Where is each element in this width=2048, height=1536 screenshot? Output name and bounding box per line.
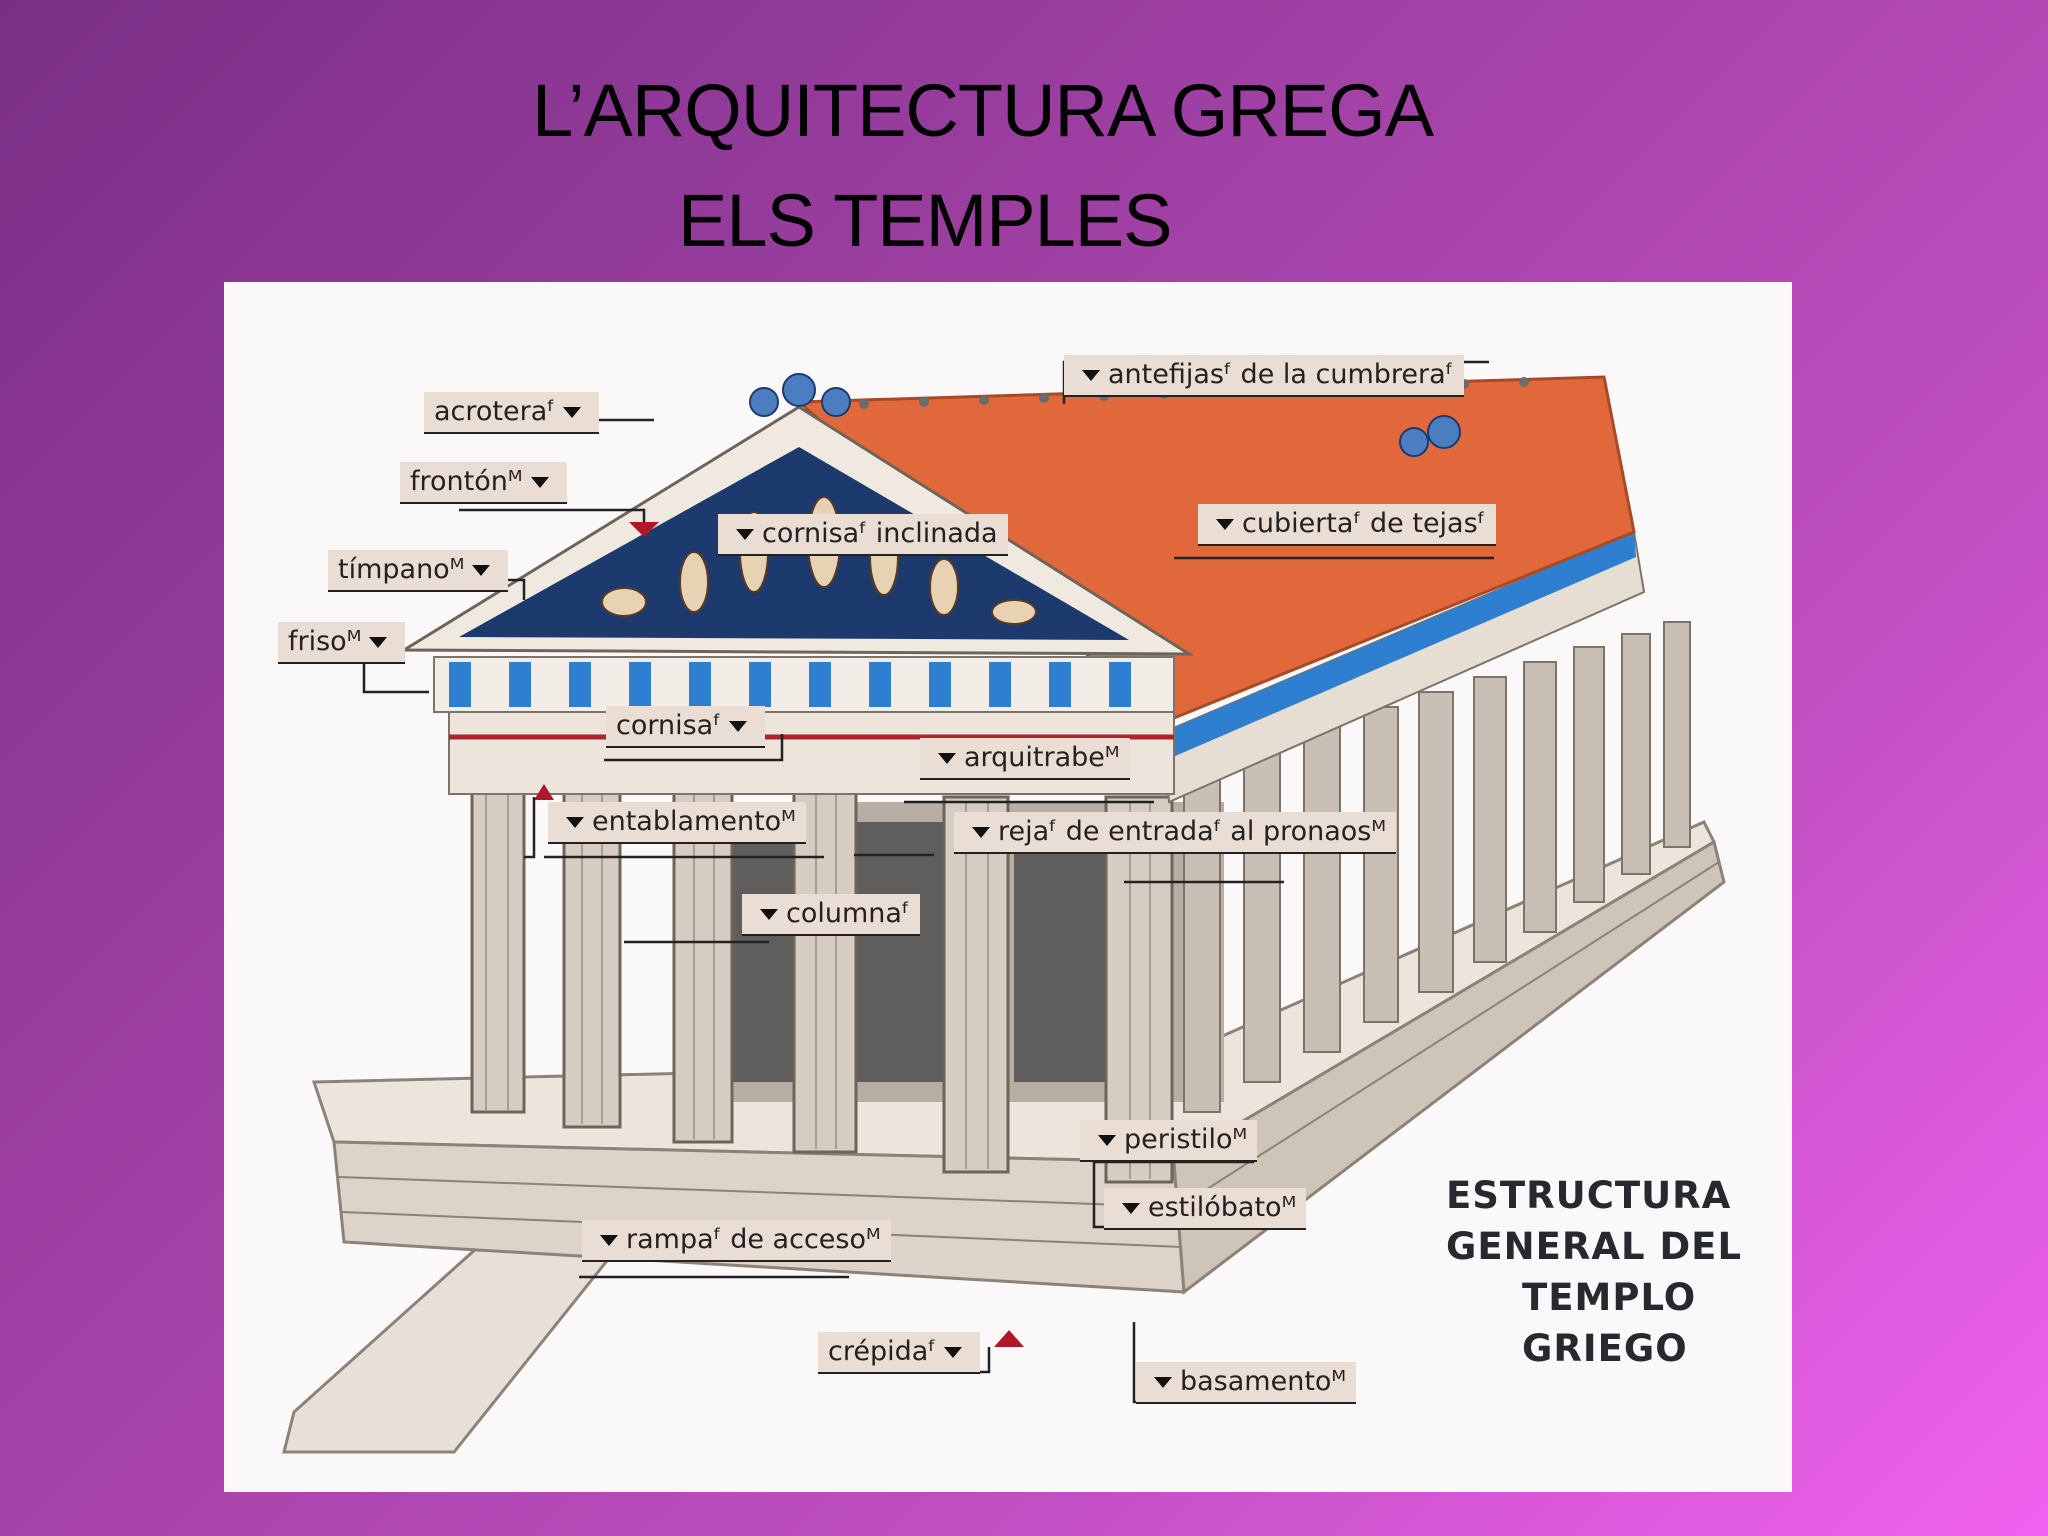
label-estilobato: estilóbatoᴹ [1104, 1188, 1307, 1230]
label-columna-text: columnaᶠ [786, 898, 910, 929]
marker-arrow [629, 522, 659, 537]
temple-diagram: acroteraᶠ frontónᴹ tímpanoᴹ frisoᴹ corni… [224, 282, 1792, 1492]
label-estilobato-text: estilóbatoᴹ [1148, 1192, 1297, 1223]
label-basamento-text: basamentoᴹ [1180, 1366, 1347, 1397]
label-crepida-text: crépidaᶠ [828, 1336, 937, 1367]
arrow-down-icon [760, 909, 778, 920]
side-frieze [1164, 532, 1636, 760]
diagram-caption: ESTRUCTURA GENERAL DEL TEMPLO GRIEGO [1446, 1170, 1776, 1374]
label-reja-text: rejaᶠ de entradaᶠ al pronaosᴹ [998, 816, 1387, 847]
caption-line-1: ESTRUCTURA [1446, 1174, 1732, 1217]
arrow-down-icon [729, 721, 748, 732]
arrow-down-icon [369, 637, 388, 648]
label-timpano: tímpanoᴹ [328, 550, 509, 592]
arrow-down-icon [1098, 1135, 1116, 1146]
slide-title: L’ARQUITECTURA GREGA [532, 69, 1434, 152]
label-fronton: frontónᴹ [400, 462, 567, 504]
label-cubierta-text: cubiertaᶠ de tejasᶠ [1242, 508, 1486, 539]
arrow-down-icon [1082, 370, 1100, 381]
label-rampa-text: rampaᶠ de accesoᴹ [626, 1224, 881, 1255]
label-reja: rejaᶠ de entradaᶠ al pronaosᴹ [954, 812, 1397, 854]
label-peristilo: peristiloᴹ [1080, 1120, 1258, 1162]
slide-subtitle: ELS TEMPLES [678, 179, 1173, 262]
arrow-down-icon [1154, 1377, 1172, 1388]
label-cornisa-inclinada-text: cornisaᶠ inclinada [762, 518, 998, 549]
label-columna: columnaᶠ [742, 894, 920, 936]
label-acrotera: acroteraᶠ [424, 392, 600, 434]
arrow-down-icon [563, 407, 582, 418]
label-arquitrabe: arquitrabeᴹ [920, 738, 1130, 780]
label-friso: frisoᴹ [278, 622, 406, 664]
arrow-down-icon [736, 529, 754, 540]
label-fronton-text: frontónᴹ [410, 466, 523, 497]
label-cubierta: cubiertaᶠ de tejasᶠ [1198, 504, 1496, 546]
arrow-down-icon [938, 753, 956, 764]
label-acrotera-text: acroteraᶠ [434, 396, 556, 427]
arrow-down-icon [1216, 519, 1234, 530]
label-arquitrabe-text: arquitrabeᴹ [964, 742, 1120, 773]
caption-line-2: GENERAL DEL [1446, 1225, 1743, 1268]
arrow-down-icon [600, 1235, 618, 1246]
label-cornisa-text: cornisaᶠ [616, 710, 722, 741]
label-antefijas-text: antefijasᶠ de la cumbreraᶠ [1108, 359, 1454, 390]
label-entablamento-text: entablamentoᴹ [592, 806, 796, 837]
label-friso-text: frisoᴹ [288, 626, 362, 657]
label-antefijas: antefijasᶠ de la cumbreraᶠ [1064, 355, 1464, 397]
label-cornisa-inclinada: cornisaᶠ inclinada [718, 514, 1008, 556]
arrow-down-icon [566, 817, 584, 828]
label-entablamento: entablamentoᴹ [548, 802, 806, 844]
label-peristilo-text: peristiloᴹ [1124, 1124, 1248, 1155]
caption-line-4: GRIEGO [1522, 1327, 1688, 1370]
label-timpano-text: tímpanoᴹ [338, 554, 465, 585]
arrow-down-icon [530, 477, 549, 488]
arrow-down-icon [472, 565, 491, 576]
arrow-down-icon [944, 1347, 963, 1358]
steps-side [1172, 839, 1726, 1295]
caption-line-3: TEMPLO [1522, 1276, 1697, 1319]
label-basamento: basamentoᴹ [1136, 1362, 1357, 1404]
arrow-down-icon [1122, 1203, 1140, 1214]
label-rampa: rampaᶠ de accesoᴹ [582, 1220, 891, 1262]
arrow-down-icon [972, 827, 990, 838]
label-cornisa: cornisaᶠ [606, 706, 766, 748]
label-crepida: crépidaᶠ [818, 1332, 981, 1374]
